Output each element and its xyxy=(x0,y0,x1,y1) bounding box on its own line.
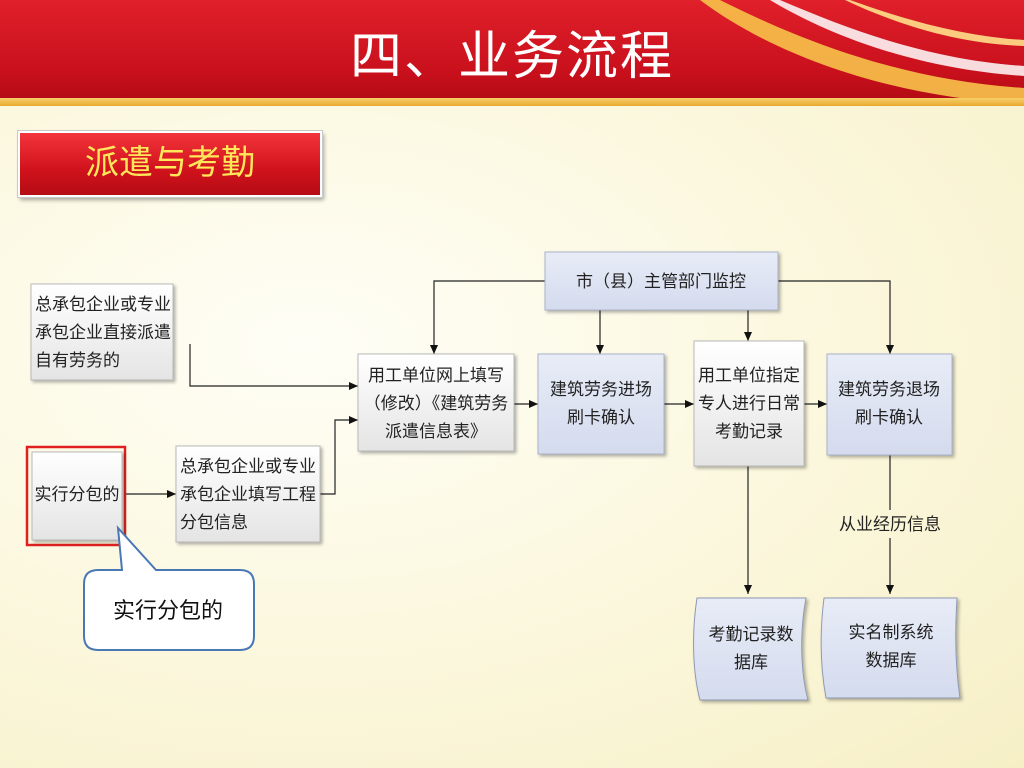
svg-text:实名制系统: 实名制系统 xyxy=(849,623,934,643)
node-fill-subcontract-info-line-2: 承包企业填写工程 xyxy=(180,485,316,505)
node-attendance-record-line-2: 专人进行日常 xyxy=(698,394,800,414)
node-subcontract-line: 实行分包的 xyxy=(35,485,120,505)
node-attendance-db-line-2: 据库 xyxy=(734,653,768,673)
node-card-exit: 建筑劳务退场 刷卡确认 xyxy=(826,353,953,456)
svg-text:承包企业填写工程: 承包企业填写工程 xyxy=(180,485,316,505)
node-card-exit-line-2: 刷卡确认 xyxy=(855,408,923,428)
svg-text:分包信息: 分包信息 xyxy=(180,513,248,533)
svg-text:总承包企业或专业: 总承包企业或专业 xyxy=(180,457,316,477)
node-fill-subcontract-info: 总承包企业或专业 承包企业填写工程 分包信息 xyxy=(175,445,321,543)
svg-text:（修改）《建筑劳务: （修改）《建筑劳务 xyxy=(364,394,509,414)
svg-text:考勤记录: 考勤记录 xyxy=(715,422,783,442)
node-realname-db-line-2: 数据库 xyxy=(866,651,917,671)
node-attendance-db: 考勤记录数 据库 xyxy=(693,597,809,701)
connector-supervision-to-form xyxy=(430,280,545,354)
node-fill-dispatch-form-line-1: 用工单位网上填写 xyxy=(368,366,504,386)
svg-text:考勤记录数: 考勤记录数 xyxy=(709,625,794,645)
connector-supervision-to-exit xyxy=(778,280,894,354)
node-subcontract: 实行分包的 xyxy=(25,445,127,547)
node-fill-subcontract-info-line-3: 分包信息 xyxy=(180,513,248,533)
banner-gold-stripe xyxy=(0,98,1024,106)
node-attendance-record-line-3: 考勤记录 xyxy=(715,422,783,442)
connector-info-to-form xyxy=(320,416,358,495)
section-label: 派遣与考勤 xyxy=(18,131,322,197)
connectors xyxy=(126,280,894,594)
node-attendance-record-line-1: 用工单位指定 xyxy=(698,366,800,386)
connector-direct-to-form xyxy=(189,344,358,390)
node-direct-dispatch-line-3: 自有劳务的 xyxy=(35,351,120,371)
node-direct-dispatch: 总承包企业或专业 承包企业直接派遣 自有劳务的 xyxy=(30,283,174,381)
svg-text:用工单位指定: 用工单位指定 xyxy=(698,366,800,386)
node-card-exit-line-1: 建筑劳务退场 xyxy=(838,380,940,400)
svg-text:专人进行日常: 专人进行日常 xyxy=(698,394,800,414)
node-direct-dispatch-line-1: 总承包企业或专业 xyxy=(35,295,171,315)
node-card-entry: 建筑劳务进场 刷卡确认 xyxy=(537,353,665,455)
svg-text:派遣信息表》: 派遣信息表》 xyxy=(385,422,487,442)
label-work-history: 从业经历信息 xyxy=(839,515,941,535)
node-fill-dispatch-form-line-2: （修改）《建筑劳务 xyxy=(364,394,509,414)
svg-text:总承包企业或专业: 总承包企业或专业 xyxy=(35,295,171,315)
svg-text:建筑劳务进场: 建筑劳务进场 xyxy=(550,380,652,400)
node-card-entry-line-1: 建筑劳务进场 xyxy=(550,380,652,400)
svg-text:数据库: 数据库 xyxy=(866,651,917,671)
node-card-entry-line-2: 刷卡确认 xyxy=(567,408,635,428)
svg-text:建筑劳务退场: 建筑劳务退场 xyxy=(838,380,940,400)
svg-text:自有劳务的: 自有劳务的 xyxy=(35,351,120,371)
banner-swoosh-decoration xyxy=(700,0,1024,104)
node-attendance-db-line-1: 考勤记录数 xyxy=(709,625,794,645)
node-attendance-record: 用工单位指定 专人进行日常 考勤记录 xyxy=(693,340,805,467)
title-banner xyxy=(0,0,1024,104)
svg-text:用工单位网上填写: 用工单位网上填写 xyxy=(368,366,504,386)
svg-text:市（县）主管部门监控: 市（县）主管部门监控 xyxy=(576,272,746,292)
svg-text:承包企业直接派遣: 承包企业直接派遣 xyxy=(35,323,171,343)
node-supervision-line: 市（县）主管部门监控 xyxy=(576,272,746,292)
svg-text:刷卡确认: 刷卡确认 xyxy=(855,408,923,428)
callout-bubble: 实行分包的 xyxy=(83,525,255,651)
svg-text:刷卡确认: 刷卡确认 xyxy=(567,408,635,428)
callout-text: 实行分包的 xyxy=(113,599,223,624)
page-title: 四、业务流程 xyxy=(349,27,674,87)
svg-text:实行分包的: 实行分包的 xyxy=(35,485,120,505)
node-fill-dispatch-form: 用工单位网上填写 （修改）《建筑劳务 派遣信息表》 xyxy=(357,353,515,452)
node-direct-dispatch-line-2: 承包企业直接派遣 xyxy=(35,323,171,343)
node-fill-dispatch-form-line-3: 派遣信息表》 xyxy=(385,422,487,442)
node-realname-db: 实名制系统 数据库 xyxy=(820,597,961,699)
svg-text:据库: 据库 xyxy=(734,653,768,673)
node-fill-subcontract-info-line-1: 总承包企业或专业 xyxy=(180,457,316,477)
node-realname-db-line-1: 实名制系统 xyxy=(849,623,934,643)
node-supervision: 市（县）主管部门监控 xyxy=(544,251,779,311)
